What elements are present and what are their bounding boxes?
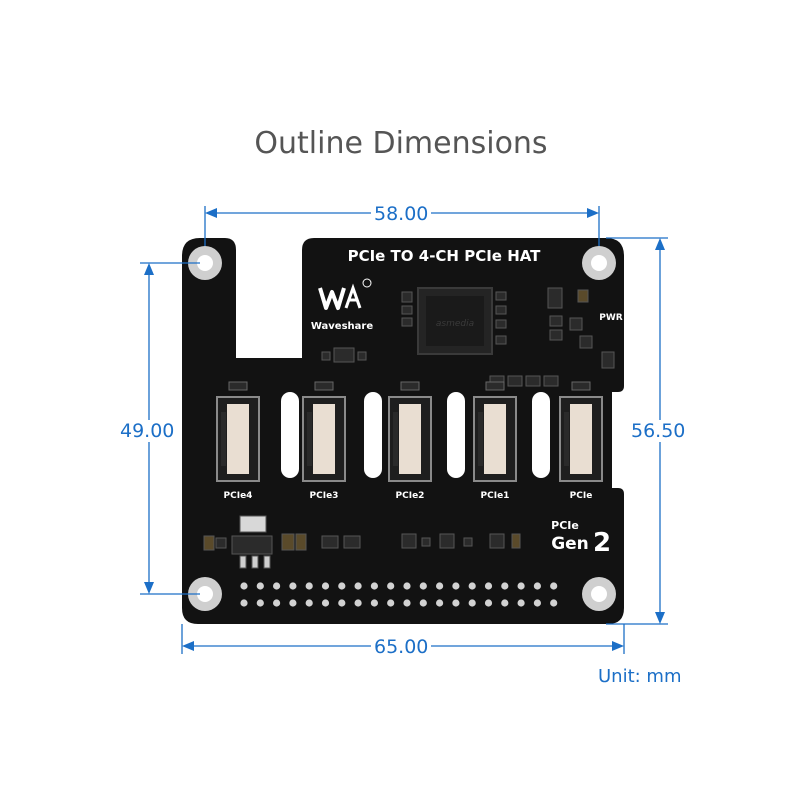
gpio-pin (403, 599, 411, 607)
gen-label-bottom: Gen (551, 534, 589, 554)
gpio-pin (501, 599, 509, 607)
mounting-hole-top-right (582, 246, 616, 280)
gpio-pin (533, 599, 542, 607)
port-label: PCIe1 (481, 491, 510, 501)
ffc-connector: PCIe4 (216, 381, 260, 501)
gpio-pin (338, 582, 346, 590)
waveshare-logo: Waveshare (311, 278, 373, 332)
gpio-pin (517, 582, 525, 590)
gpio-pin (501, 582, 509, 590)
gpio-pin (387, 599, 395, 607)
port-label: PCIe4 (224, 491, 253, 501)
gpio-pin (273, 582, 281, 590)
port-label: PCIe2 (396, 491, 425, 501)
smd-components-top (321, 287, 615, 387)
dimension-right-height: 56.50 (628, 420, 689, 442)
gpio-pin (468, 599, 476, 607)
gpio-pin (321, 599, 330, 607)
gpio-pin (484, 599, 493, 607)
gpio-pin (289, 599, 297, 607)
gpio-pin (517, 599, 525, 607)
main-controller-chip: asmedia (417, 287, 493, 355)
gpio-pin (468, 582, 476, 590)
gen-number: 2 (593, 528, 611, 558)
gpio-header (240, 582, 558, 607)
gpio-pin (338, 599, 346, 607)
brand-label: Waveshare (311, 321, 373, 332)
port-label: PCIe (570, 491, 593, 501)
dimension-left-height: 49.00 (117, 420, 178, 442)
gpio-pin (240, 582, 248, 590)
board-slots (281, 392, 550, 478)
gpio-pin (436, 582, 444, 590)
gpio-pin (533, 582, 542, 590)
svg-text:asmedia: asmedia (436, 319, 474, 329)
gpio-pin (419, 599, 427, 607)
ffc-connector: PCIe2 (388, 381, 432, 501)
smd-components-bottom (203, 515, 521, 569)
ffc-connector: PCIe1 (473, 381, 517, 501)
gpio-pin (370, 599, 378, 607)
gpio-pin (354, 582, 362, 590)
ffc-connector: PCIe (559, 381, 603, 501)
page-title: Outline Dimensions (254, 126, 548, 161)
gpio-pin (273, 599, 281, 607)
gpio-pin (403, 582, 411, 590)
gpio-pin (387, 582, 395, 590)
gpio-pin (550, 599, 558, 607)
mounting-hole-bottom-right (582, 577, 616, 611)
port-label: PCIe3 (310, 491, 339, 501)
gen-label-top: PCIe (551, 519, 579, 532)
mounting-hole-bottom-left (188, 577, 222, 611)
gpio-pin (305, 599, 313, 607)
gpio-pin (419, 582, 427, 590)
gpio-pin (436, 599, 444, 607)
ffc-connectors: PCIe4 PCIe3 PCIe2 PCIe1 PCIe (216, 381, 603, 501)
gpio-pin (256, 599, 264, 607)
gpio-pin (240, 599, 248, 607)
gpio-pin (452, 599, 460, 607)
unit-label: Unit: mm (598, 666, 682, 687)
pwr-label: PWR (599, 313, 623, 323)
board-name-label: PCIe TO 4-CH PCIe HAT (348, 247, 542, 265)
gpio-pin (370, 582, 378, 590)
dimension-bottom-width: 65.00 (371, 636, 432, 658)
gpio-pin (484, 582, 493, 590)
dimension-arrowheads (144, 208, 665, 651)
gpio-pin (452, 582, 460, 590)
gpio-pin (321, 582, 330, 590)
gpio-pin (354, 599, 362, 607)
gpio-pin (289, 582, 297, 590)
gpio-pin (550, 582, 558, 590)
mounting-hole-top-left (188, 246, 222, 280)
ffc-connector: PCIe3 (302, 381, 346, 501)
gpio-pin (256, 582, 264, 590)
dimension-top-width: 58.00 (371, 203, 432, 225)
gpio-pin (305, 582, 313, 590)
